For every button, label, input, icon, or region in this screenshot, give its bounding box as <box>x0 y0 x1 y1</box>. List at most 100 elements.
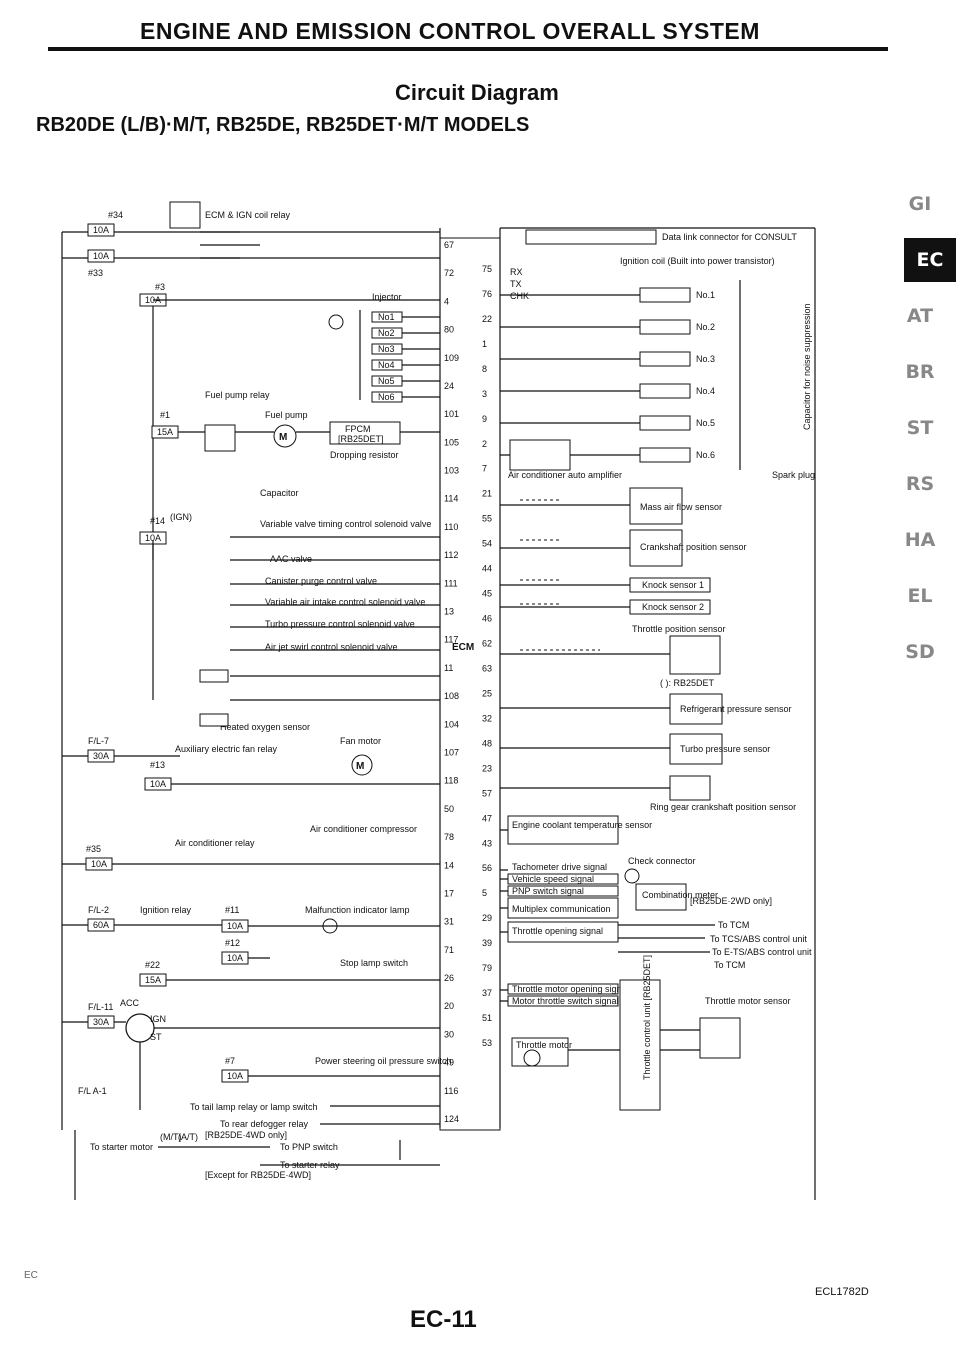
ecm-pin: 80 <box>444 325 454 335</box>
ecm-pin: 20 <box>444 1001 454 1011</box>
ecm-pin: 116 <box>444 1086 458 1096</box>
inj1: No1 <box>378 312 395 322</box>
tab-st[interactable]: ST <box>906 417 934 439</box>
ecm-pin: 54 <box>482 539 492 549</box>
inj2: No2 <box>378 328 395 338</box>
refrig-label: Refrigerant pressure sensor <box>680 704 792 714</box>
starter-motor-label: To starter motor <box>90 1142 153 1152</box>
ecm-pin: 118 <box>444 776 458 786</box>
fan-motor-label: Fan motor <box>340 736 381 746</box>
ecm-pin: 71 <box>444 945 454 955</box>
fuse1-label: #1 <box>160 410 170 420</box>
tab-ec[interactable]: EC <box>904 238 956 282</box>
ecm-pin: 63 <box>482 663 492 673</box>
ecm-pins-right: 7576221839272155544445466263253248235747… <box>482 264 492 1048</box>
ecm-pin: 48 <box>482 738 492 748</box>
thr-sw-label: Motor throttle switch signal <box>512 996 619 1006</box>
ecm-pin: 72 <box>444 268 454 278</box>
section-tabs: GI EC AT BR ST RS HA EL SD <box>896 170 960 674</box>
ecm-pin: 112 <box>444 550 458 560</box>
page-number: EC-11 <box>410 1306 477 1333</box>
fpcm-variant: [RB25DET] <box>338 434 384 444</box>
fuse7-label: #7 <box>225 1056 235 1066</box>
ecm-pin: 103 <box>444 466 459 476</box>
coil5: No.5 <box>696 418 715 428</box>
ps-sw-label: Power steering oil pressure switch <box>315 1056 452 1066</box>
tab-gi[interactable]: GI <box>908 193 932 215</box>
tab-sd[interactable]: SD <box>905 641 935 663</box>
thr-ctrl-label: Throttle control unit [RB25DET] <box>642 955 652 1080</box>
etsabs-label: To E-TS/ABS control unit <box>712 947 812 957</box>
tab-ha[interactable]: HA <box>904 529 936 551</box>
ecm-pin: 24 <box>444 381 454 391</box>
ignition-switch-section: F/L-11 30A ACC IGN ST #7 10A Power steer… <box>62 998 452 1110</box>
ecm-pin: 117 <box>444 635 458 645</box>
ecm-pin: 45 <box>482 589 492 599</box>
ecm-pin: 109 <box>444 353 459 363</box>
fuelpump-relay-label: Fuel pump relay <box>205 390 270 400</box>
coil4: No.4 <box>696 386 715 396</box>
ecm-pin: 39 <box>482 938 492 948</box>
svg-text:M: M <box>356 761 364 772</box>
models-title: RB20DE (L/B)·M/T, RB25DE, RB25DET·M/T MO… <box>36 114 530 136</box>
fla1-label: F/L A-1 <box>78 1086 107 1096</box>
fuse11-label: #11 <box>225 905 239 915</box>
canister-label: Canister purge control valve <box>265 576 377 586</box>
knock1-label: Knock sensor 1 <box>642 580 704 590</box>
coil6: No.6 <box>696 450 715 460</box>
st-label: ST <box>150 1032 162 1042</box>
ecm-pin: 114 <box>444 494 458 504</box>
fuse1-rating: 15A <box>157 427 173 437</box>
fan-ac-section: F/L-7 30A #13 10A Auxiliary electric fan… <box>62 736 440 871</box>
ecm-pin: 101 <box>444 409 459 419</box>
o2-label: Heated oxygen sensor <box>220 722 310 732</box>
ign-coil-label: Ignition coil (Built into power transist… <box>620 256 775 266</box>
ecm-pin: 107 <box>444 747 459 757</box>
ecm-pin: 23 <box>482 763 492 773</box>
pnp-sig-label: PNP switch signal <box>512 886 584 896</box>
ecm-pin: 21 <box>482 489 492 499</box>
ecm-pin: 76 <box>482 289 492 299</box>
inj3: No3 <box>378 344 395 354</box>
fuse14-rating: 10A <box>145 533 161 543</box>
check-label: Check connector <box>628 856 696 866</box>
ecm-pin: 22 <box>482 314 492 324</box>
ecm-pin: 108 <box>444 691 459 701</box>
coil1: No.1 <box>696 290 715 300</box>
ecm-pin: 62 <box>482 639 492 649</box>
ign-sw-label: IGN <box>150 1014 166 1024</box>
svg-text:M: M <box>279 432 287 443</box>
injector-label: Injector <box>372 292 402 302</box>
ecm-pin: 8 <box>482 364 487 374</box>
fuse3-label: #3 <box>155 282 165 292</box>
ring-gear-label: Ring gear crankshaft position sensor <box>650 802 796 812</box>
vtc-label: Variable valve timing control solenoid v… <box>260 519 431 529</box>
dropping-label: Dropping resistor <box>330 450 399 460</box>
to-tcm-label: To TCM <box>718 920 749 930</box>
ecm-pin: 4 <box>444 296 449 306</box>
except-label: [Except for RB25DE·4WD] <box>205 1170 311 1180</box>
mil-label: Malfunction indicator lamp <box>305 905 410 915</box>
fuse34-label: #34 <box>108 210 123 220</box>
tab-el[interactable]: EL <box>907 585 933 607</box>
ignition-coils: Ignition coil (Built into power transist… <box>500 256 815 480</box>
fuse7-rating: 10A <box>227 1071 243 1081</box>
ecm-pin: 104 <box>444 719 459 729</box>
tab-at[interactable]: AT <box>906 305 934 327</box>
ecm-pin: 32 <box>482 713 492 723</box>
ecm-pin: 75 <box>482 264 492 274</box>
maf-label: Mass air flow sensor <box>640 502 722 512</box>
inj4: No4 <box>378 360 395 370</box>
ac-amp-label: Air conditioner auto amplifier <box>508 470 622 480</box>
rb25de2wd-label: [RB25DE·2WD only] <box>690 896 772 906</box>
turbo-label: Turbo pressure control solenoid valve <box>265 619 415 629</box>
multiplex-label: Multiplex communication <box>512 904 611 914</box>
solenoid-section: #14 (IGN) 10A Variable valve timing cont… <box>139 512 440 732</box>
mt-label: (M/T) <box>160 1132 182 1142</box>
rx-label: RX <box>510 267 523 277</box>
ac-comp-label: Air conditioner compressor <box>310 824 417 834</box>
tab-rs[interactable]: RS <box>905 473 935 495</box>
tab-br[interactable]: BR <box>905 361 935 383</box>
ecm-pin: 5 <box>482 888 487 898</box>
at-label: (A/T) <box>178 1132 198 1142</box>
